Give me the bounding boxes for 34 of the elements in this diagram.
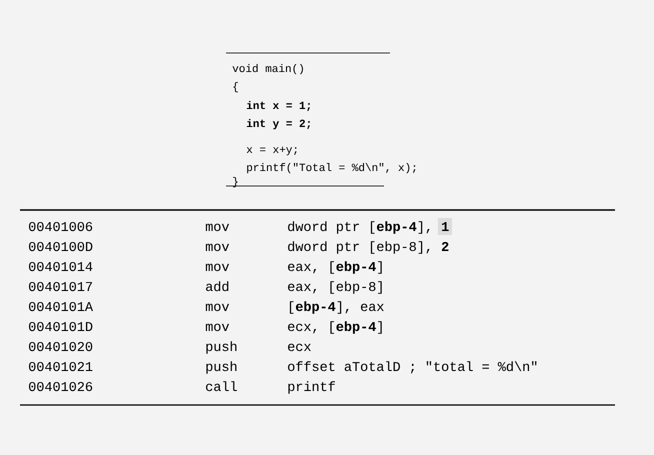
operand-text: ecx bbox=[288, 344, 311, 352]
mnemonic-text: mov bbox=[206, 304, 230, 312]
operand-text: ecx, [ebp-4] bbox=[288, 321, 382, 334]
address-text: 00401020 bbox=[29, 342, 92, 352]
address-text: 00401006 bbox=[29, 222, 92, 232]
code-line: void main() bbox=[232, 64, 303, 74]
mnemonic-text: mov bbox=[206, 244, 230, 252]
address-text: 0040101A bbox=[29, 302, 93, 312]
mnemonic-text: call bbox=[206, 381, 237, 392]
code-line: int y = 2; bbox=[246, 119, 310, 130]
address-text: 00401021 bbox=[29, 362, 92, 372]
code-line: x = x+y; bbox=[246, 146, 297, 156]
address-text: 00401014 bbox=[29, 262, 92, 272]
operand-text: [ebp-4], eax bbox=[290, 301, 384, 314]
operand-text: eax, [ebp-8] bbox=[288, 281, 382, 294]
operand-text: eax, [ebp-4] bbox=[288, 261, 382, 274]
mnemonic-text: push bbox=[206, 361, 236, 374]
mnemonic-text: add bbox=[206, 281, 228, 292]
operand-text: offset aTotalD ; "total = %d\n" bbox=[288, 361, 536, 374]
operand-text: printf bbox=[288, 381, 335, 394]
code-line: int x = 1; bbox=[246, 101, 310, 111]
operand-text: dword ptr [ebp-4], 1 bbox=[288, 218, 452, 235]
mnemonic-text: mov bbox=[206, 264, 230, 272]
address-text: 00401017 bbox=[29, 282, 92, 292]
code-line: } bbox=[233, 177, 238, 188]
code-line: { bbox=[233, 82, 238, 92]
address-text: 0040100D bbox=[29, 242, 92, 252]
address-text: 0040101D bbox=[29, 322, 92, 332]
code-line: printf("Total = %d\n", x); bbox=[247, 163, 416, 174]
mnemonic-text: push bbox=[206, 341, 236, 354]
operand-text: dword ptr [ebp-8], 2 bbox=[288, 241, 448, 254]
mnemonic-text: mov bbox=[206, 224, 230, 232]
address-text: 00401026 bbox=[29, 382, 92, 392]
mnemonic-text: mov bbox=[206, 324, 230, 332]
